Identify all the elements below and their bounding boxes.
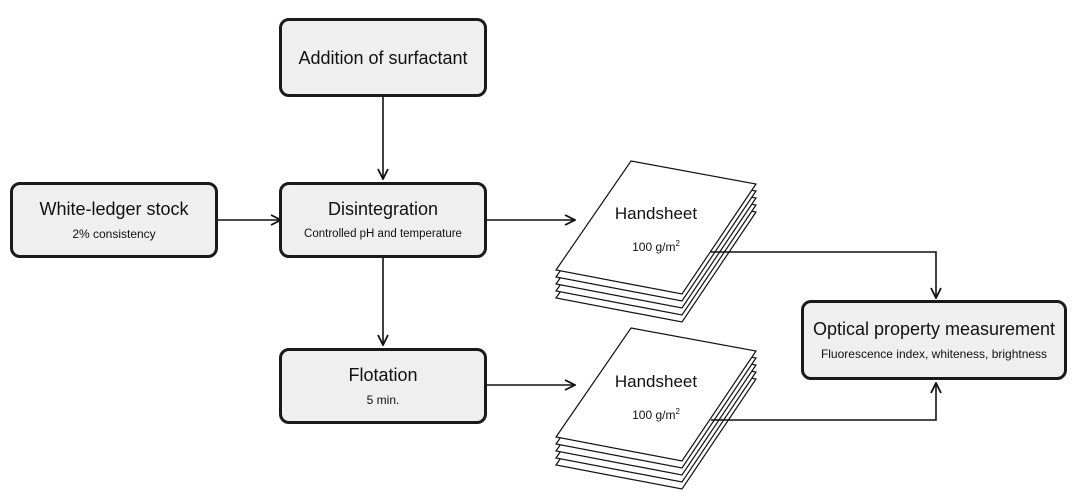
handsheet-bottom-grammage: 100 g/m2 — [632, 407, 680, 422]
stock-consistency: 2% consistency — [72, 227, 156, 241]
disintegration-title: Disintegration — [327, 199, 439, 219]
handsheet-stack-bottom — [554, 327, 758, 490]
flotation-title: Flotation — [348, 365, 418, 385]
surfactant-box: Addition of surfactant — [279, 18, 487, 97]
handsheet-bottom-title: Handsheet — [614, 372, 698, 391]
measurement-box: Optical property measurement Fluorescenc… — [801, 300, 1067, 380]
handsheet-sheet — [554, 327, 758, 462]
handsheet-top-grammage: 100 g/m2 — [632, 239, 680, 254]
measurement-title: Optical property measurement — [812, 319, 1056, 339]
surfactant-title: Addition of surfactant — [298, 47, 468, 68]
handsheet-stack-top — [554, 160, 758, 323]
measurement-properties: Fluorescence index, whiteness, brightnes… — [820, 347, 1048, 361]
arrow-handsheet-bottom-to-measurement — [711, 383, 936, 421]
flotation-box: Flotation 5 min. — [279, 348, 487, 424]
handsheet-top-label: Handsheet 100 g/m2 — [596, 204, 716, 255]
flotation-duration: 5 min. — [366, 393, 400, 407]
handsheet-bottom-label: Handsheet 100 g/m2 — [596, 372, 716, 423]
disintegration-box: Disintegration Controlled pH and tempera… — [279, 182, 487, 258]
stock-title: White-ledger stock — [39, 199, 189, 219]
disintegration-conditions: Controlled pH and temperature — [304, 228, 462, 240]
stock-box: White-ledger stock 2% consistency — [10, 182, 218, 258]
handsheet-top-title: Handsheet — [614, 204, 698, 223]
arrow-handsheet-top-to-measurement — [711, 251, 936, 298]
handsheet-sheet — [554, 160, 758, 295]
